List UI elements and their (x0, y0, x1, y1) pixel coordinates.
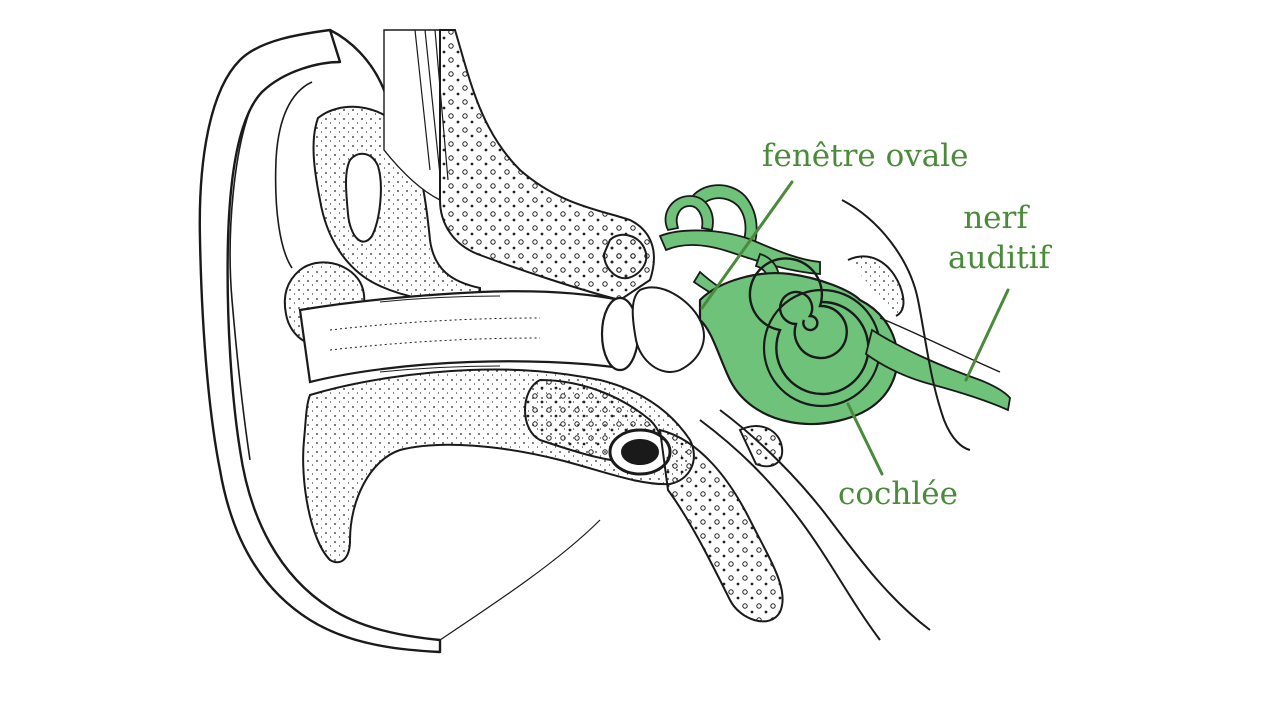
cochlea (698, 257, 899, 426)
leader-lines (700, 180, 1010, 476)
auditory-nerve (864, 317, 1011, 412)
auditory-nerve-label-line2: auditif (948, 240, 1051, 276)
eustachian-tube (439, 409, 931, 641)
oval-window-label: fenêtre ovale (762, 138, 969, 174)
auditory-nerve-leader (964, 288, 1010, 382)
cochlea-label: cochlée (838, 476, 958, 512)
skull-outline (738, 199, 971, 468)
temporal-bone (383, 29, 655, 302)
oval-window-leader (700, 180, 794, 310)
ear-canal (298, 290, 640, 384)
lower-bone (302, 368, 695, 564)
cochlea-leader (846, 402, 884, 476)
ossicles (602, 233, 705, 373)
auditory-nerve-label: nerf auditif (948, 198, 1051, 278)
auditory-nerve-label-line1: nerf (963, 200, 1028, 236)
